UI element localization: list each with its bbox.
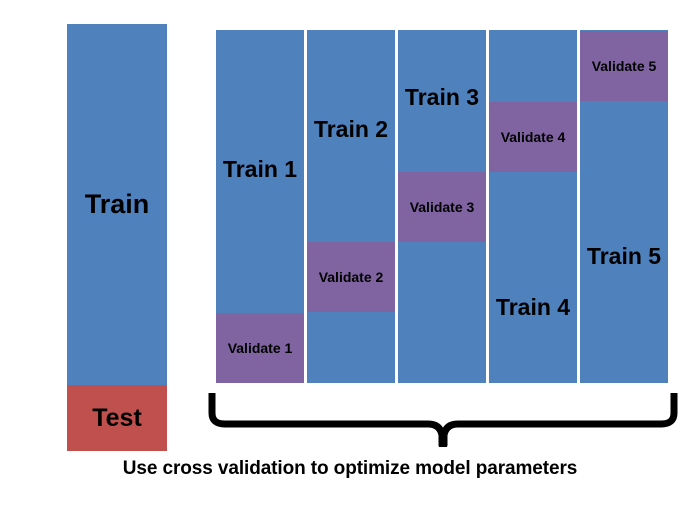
fold-5-train-label: Train 5 — [586, 243, 662, 269]
holdout-train-label: Train — [84, 189, 150, 220]
fold-1-validate-label: Validate 1 — [227, 339, 293, 356]
fold-column-3: Train 3 Validate 3 — [398, 30, 486, 383]
holdout-test-label: Test — [92, 403, 142, 432]
curly-brace-icon — [206, 391, 678, 447]
holdout-train-block: Train — [67, 24, 167, 385]
holdout-split-column: Train Test — [67, 24, 167, 451]
fold-column-5: Validate 5 Train 5 — [580, 30, 668, 383]
fold-5-validate-block: Validate 5 — [580, 31, 668, 101]
holdout-test-block: Test — [67, 385, 167, 451]
fold-4-train-label: Train 4 — [495, 294, 571, 320]
fold-2-train-label: Train 2 — [313, 116, 389, 142]
caption-text: Use cross validation to optimize model p… — [122, 458, 578, 479]
fold-column-2: Train 2 Validate 2 — [307, 30, 395, 383]
fold-column-1: Train 1 Validate 1 — [216, 30, 304, 383]
fold-5-validate-label: Validate 5 — [591, 57, 657, 74]
fold-4-validate-block: Validate 4 — [489, 102, 577, 172]
fold-1-validate-block: Validate 1 — [216, 313, 304, 383]
fold-3-validate-block: Validate 3 — [398, 172, 486, 242]
fold-3-train-label: Train 3 — [404, 84, 480, 110]
fold-2-validate-block: Validate 2 — [307, 242, 395, 312]
fold-1-train-label: Train 1 — [222, 156, 298, 182]
fold-4-validate-label: Validate 4 — [500, 128, 566, 145]
fold-3-validate-label: Validate 3 — [409, 198, 475, 215]
fold-2-validate-label: Validate 2 — [318, 268, 384, 285]
fold-column-4: Validate 4 Train 4 — [489, 30, 577, 383]
